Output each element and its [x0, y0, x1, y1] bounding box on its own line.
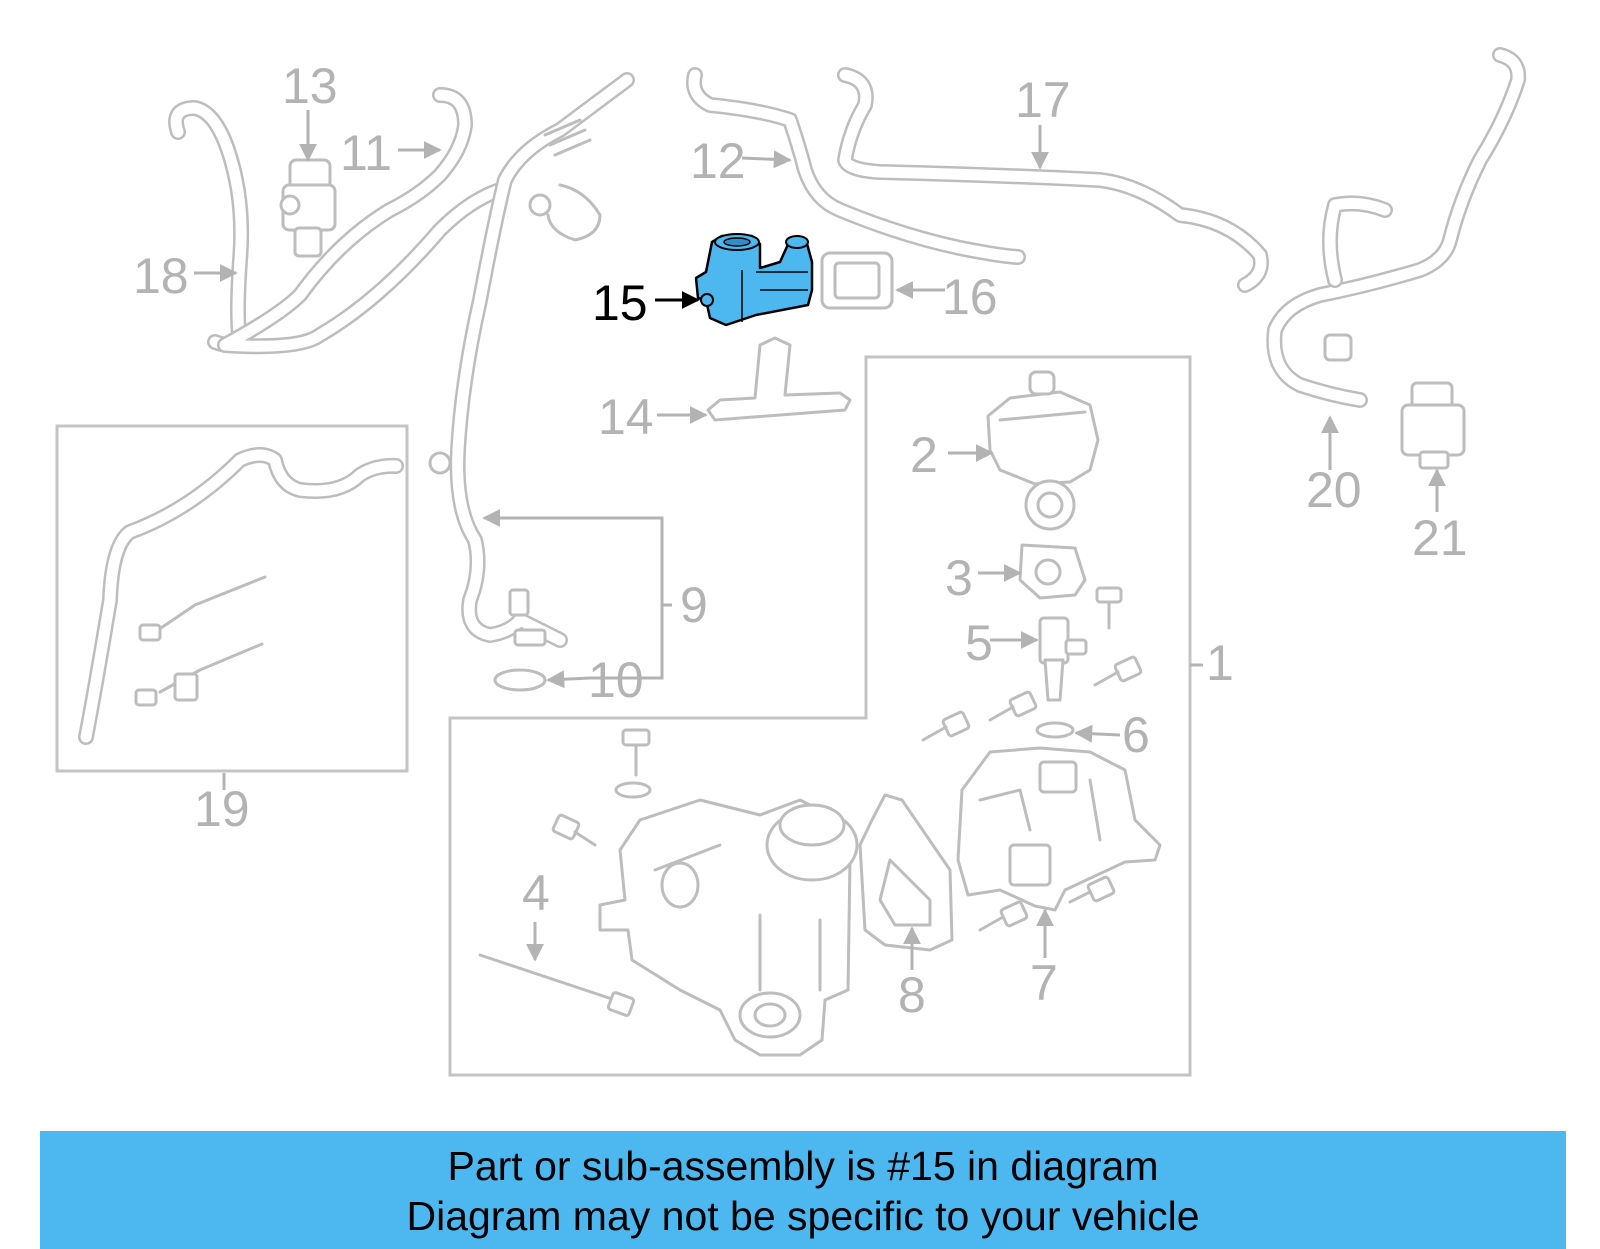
info-banner: Part or sub-assembly is #15 in diagram D…: [40, 1131, 1566, 1249]
pipe-20: [1266, 47, 1527, 408]
hose-19: [78, 447, 404, 745]
part-15-highlighted: [694, 233, 814, 327]
callout-21: 21: [1412, 510, 1468, 566]
banner-part-message: Part or sub-assembly is #15 in diagram: [447, 1143, 1159, 1189]
callout-17: 17: [1015, 72, 1071, 128]
cooler-4: [478, 798, 859, 1057]
pipe-12: [686, 67, 1026, 265]
callout-4: 4: [522, 865, 550, 921]
gasket-3: [1018, 543, 1087, 600]
valve-13: [279, 158, 337, 258]
o-ring-6: [1035, 721, 1075, 739]
banner-disclaimer: Diagram may not be specific to your vehi…: [406, 1193, 1200, 1239]
callout-11: 11: [340, 125, 392, 181]
callout-12: 12: [690, 133, 746, 189]
callout-8: 8: [898, 967, 926, 1023]
pipe-9: [428, 72, 635, 648]
callout-labels: 13 11 12 17 18 15 16 14 2 20 21 3 9 5 1 …: [133, 58, 1468, 1023]
o-ring-10: [493, 668, 547, 692]
callout-7: 7: [1030, 955, 1058, 1011]
callout-14: 14: [598, 389, 654, 445]
callout-1: 1: [1206, 635, 1234, 691]
frame-assembly-19: [55, 424, 409, 773]
actuator-2: [986, 370, 1100, 531]
valve-21: [1400, 381, 1466, 470]
connector-16: [820, 251, 894, 310]
gasket-8: [858, 793, 954, 952]
callout-6: 6: [1122, 707, 1150, 763]
callout-18: 18: [133, 248, 189, 304]
callout-9: 9: [680, 577, 708, 633]
callout-19: 19: [194, 781, 250, 837]
callout-15: 15: [592, 275, 648, 331]
callout-20: 20: [1306, 462, 1362, 518]
valve-housing-7: [956, 746, 1162, 912]
sensor-5: [1038, 616, 1088, 702]
callout-16: 16: [942, 269, 998, 325]
callout-2: 2: [910, 427, 938, 483]
callout-3: 3: [945, 550, 973, 606]
pipe-17: [837, 67, 1269, 293]
pipe-11: [217, 87, 508, 355]
callout-10: 10: [588, 652, 644, 708]
bracket-14: [706, 336, 852, 422]
bolts: [551, 586, 1143, 932]
frame-assembly-1: [448, 355, 1192, 1077]
leader-lines: [194, 110, 1446, 970]
hose-18: [168, 100, 250, 353]
callout-5: 5: [965, 615, 993, 671]
callout-13: 13: [282, 58, 338, 114]
